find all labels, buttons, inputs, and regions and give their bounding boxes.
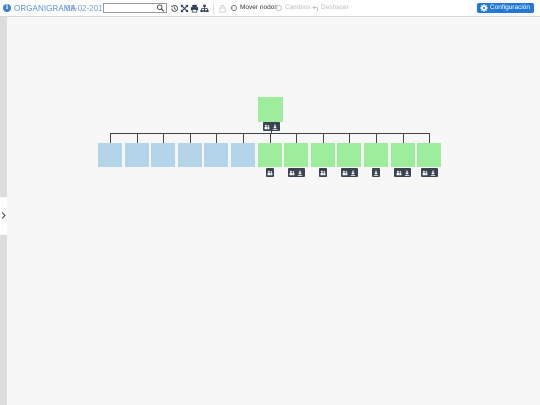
info-icon[interactable]: i <box>3 4 11 12</box>
move-nodes-label: Mover nodos <box>240 4 278 11</box>
print-icon[interactable] <box>190 4 199 13</box>
org-node-1[interactable] <box>98 143 122 167</box>
org-node-8[interactable] <box>284 143 309 167</box>
org-node-12-actions[interactable] <box>394 168 412 177</box>
org-node-12[interactable] <box>390 143 415 167</box>
history-icon[interactable] <box>170 4 179 13</box>
people-icon[interactable] <box>422 170 428 176</box>
connector-child <box>110 133 111 143</box>
connector-child <box>322 133 324 143</box>
people-icon[interactable] <box>396 170 402 176</box>
side-panel <box>0 17 7 405</box>
config-label: Configuración <box>489 4 530 11</box>
app-title: ORGANIGRAMA <box>14 4 76 13</box>
connector-child <box>243 133 244 143</box>
org-node-6[interactable] <box>231 143 255 167</box>
org-node-13-actions[interactable] <box>420 168 438 177</box>
people-icon[interactable] <box>267 170 273 176</box>
connector-child <box>269 133 271 143</box>
search-box[interactable] <box>103 3 167 13</box>
org-node-11-actions[interactable] <box>372 168 380 177</box>
toolbar-divider <box>213 3 214 14</box>
org-node-4[interactable] <box>177 143 202 167</box>
org-node-7[interactable] <box>257 143 282 167</box>
connector-child <box>163 133 165 143</box>
org-node-10[interactable] <box>337 143 362 167</box>
move-nodes-checkbox[interactable] <box>231 5 237 11</box>
download-icon[interactable] <box>430 170 436 176</box>
undo-icon[interactable] <box>312 4 320 12</box>
expand-icon[interactable] <box>180 4 189 13</box>
download-icon[interactable] <box>272 124 278 130</box>
connector-child <box>376 133 377 143</box>
connector-child <box>189 133 191 143</box>
connector-child <box>349 133 351 143</box>
changes-checkbox[interactable] <box>276 5 282 11</box>
search-icon[interactable] <box>156 4 165 12</box>
connector-root <box>271 131 272 133</box>
side-panel-toggle[interactable] <box>0 197 7 235</box>
org-node-root[interactable] <box>258 97 283 122</box>
org-node-3[interactable] <box>151 143 176 167</box>
undo-label: Deshacer <box>321 4 349 11</box>
org-node-9[interactable] <box>310 143 335 167</box>
search-input[interactable] <box>105 4 155 12</box>
connector-child <box>429 133 431 143</box>
people-icon[interactable] <box>264 124 270 130</box>
connector-child <box>136 133 138 143</box>
people-icon[interactable] <box>289 170 295 176</box>
org-node-11[interactable] <box>364 143 388 167</box>
lock-icon <box>219 4 226 13</box>
connector-child <box>216 133 218 143</box>
download-icon[interactable] <box>404 170 410 176</box>
date-label: 08-02-2017 <box>66 4 107 13</box>
org-node-8-actions[interactable] <box>287 168 305 177</box>
gear-icon <box>480 4 488 12</box>
org-node-9-actions[interactable] <box>318 168 327 177</box>
download-icon[interactable] <box>297 170 303 176</box>
changes-label: Cambios <box>285 4 311 11</box>
connector-child <box>296 133 298 143</box>
download-icon[interactable] <box>373 170 379 176</box>
hierarchy-icon[interactable] <box>200 4 209 13</box>
download-icon[interactable] <box>350 170 356 176</box>
org-node-2[interactable] <box>124 143 149 167</box>
config-button[interactable]: Configuración <box>476 3 534 13</box>
org-node-5[interactable] <box>204 143 229 167</box>
connector-child <box>402 133 404 143</box>
people-icon[interactable] <box>342 170 348 176</box>
org-node-root-actions[interactable] <box>262 122 280 131</box>
chevron-right-icon <box>1 212 6 219</box>
org-node-10-actions[interactable] <box>340 168 358 177</box>
org-chart-canvas[interactable] <box>7 17 540 405</box>
people-icon[interactable] <box>320 170 326 176</box>
org-node-13[interactable] <box>417 143 442 167</box>
toolbar: i ORGANIGRAMA 08-02-2017 Mover nodos <box>0 0 540 17</box>
org-node-7-actions[interactable] <box>265 168 274 177</box>
